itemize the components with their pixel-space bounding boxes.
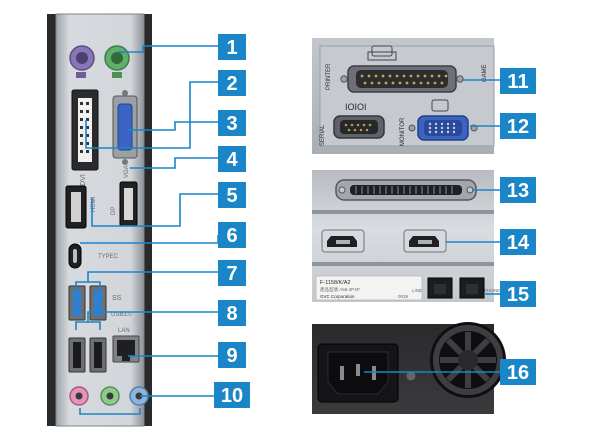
callout-number: 16 <box>507 362 529 384</box>
callout-6: 6 <box>218 222 246 248</box>
line-label: LINE <box>412 288 422 293</box>
product-sticker: F-1158/K/A2 產品型號 A56-3P4P GVC Corporatio… <box>315 275 423 301</box>
callout-3: 3 <box>218 110 246 136</box>
monitor-label: MONITOR <box>400 117 406 146</box>
hdmi-port: HDMI <box>65 185 97 229</box>
callout-number: 6 <box>226 225 237 247</box>
callout-12: 12 <box>500 113 536 139</box>
callout-9: 9 <box>218 342 246 368</box>
callout-number: 8 <box>226 303 237 325</box>
callout-16: 16 <box>500 359 536 385</box>
callout-badge-bg <box>500 281 536 307</box>
callout-7: 7 <box>218 260 246 286</box>
monitor-icon <box>431 99 449 112</box>
ethernet-port: LAN <box>112 328 140 363</box>
vga-port: VGA <box>112 90 138 178</box>
callout-number: 10 <box>221 385 243 407</box>
hdmi-label: HDMI <box>91 196 97 212</box>
callout-badge-bg <box>218 34 246 60</box>
callout-4: 4 <box>218 146 246 172</box>
usb3-label: USB3.0 <box>111 312 132 318</box>
photo-expansion-ports: F-1158/K/A2 產品型號 A56-3P4P GVC Corporatio… <box>312 170 500 302</box>
ps2-port <box>69 45 130 78</box>
callout-number: 2 <box>226 73 237 95</box>
parallel-printer-port <box>340 65 464 93</box>
callout-badge-bg <box>500 177 536 203</box>
sticker-line1: F-1158/K/A2 <box>320 280 350 286</box>
photo-legacy-ports: PRINTER GAME SERIAL IOIOI MONITO <box>312 38 500 154</box>
callout-14: 14 <box>500 229 536 255</box>
serial-port: SERIAL IOIOI <box>320 102 385 146</box>
callout-11: 11 <box>500 68 536 94</box>
callout-badge-bg <box>218 70 246 96</box>
callout-number: 7 <box>226 263 237 285</box>
phone-label: PHONE <box>484 288 500 293</box>
callout-number: 13 <box>507 180 529 202</box>
dvi-port: DVI <box>71 89 99 186</box>
printer-icon <box>371 45 393 57</box>
usb2-ports <box>68 337 107 373</box>
firewire-ports <box>321 229 447 253</box>
callout-badge-bg <box>214 382 250 408</box>
callout-2: 2 <box>218 70 246 96</box>
callout-badge-bg <box>500 113 536 139</box>
rj11-phone-jacks: LINE PHONE <box>412 277 500 299</box>
callout-5: 5 <box>218 182 246 208</box>
printer-label: PRINTER <box>326 63 332 90</box>
callout-10: 10 <box>214 382 250 408</box>
callout-13: 13 <box>500 177 536 203</box>
serial-icon: IOIOI <box>345 102 367 112</box>
sticker-cn: 產品型號 A56-3P4P <box>320 286 360 293</box>
callout-number: 1 <box>226 37 237 59</box>
callout-number: 11 <box>507 71 528 93</box>
typec-label: TYPEC <box>98 254 119 260</box>
callout-lines-left <box>75 45 219 415</box>
dp-label: DP <box>111 207 117 215</box>
callout-number: 3 <box>226 113 237 135</box>
sticker-line2: GVC Corporation <box>320 294 355 299</box>
audio-jacks <box>69 386 149 406</box>
callout-badge-bg <box>500 229 536 255</box>
callout-badge-bg <box>218 110 246 136</box>
lan-label: LAN <box>118 328 130 334</box>
serial-label: SERIAL <box>320 124 326 146</box>
callout-number: 15 <box>507 284 529 306</box>
callout-badge-bg <box>218 222 246 248</box>
callout-number: 9 <box>226 345 237 367</box>
usb-c-port: TYPEC <box>68 243 119 269</box>
callout-badge-bg <box>218 146 246 172</box>
photo-power-inlet <box>312 322 506 414</box>
callout-number: 4 <box>226 149 238 171</box>
callout-1: 1 <box>218 34 246 60</box>
callout-number: 12 <box>507 116 529 138</box>
sticker-line3: 0039 <box>398 294 409 299</box>
callout-8: 8 <box>218 300 246 326</box>
callout-badge-bg <box>218 300 246 326</box>
callout-badge-bg <box>218 260 246 286</box>
scsi-port <box>335 179 477 201</box>
power-inlet <box>317 343 417 403</box>
vga-monitor-port: MONITOR <box>400 99 478 146</box>
callout-15: 15 <box>500 281 536 307</box>
fan-grille <box>430 322 506 398</box>
callout-number: 14 <box>507 232 530 254</box>
vga-label: VGA <box>124 165 130 178</box>
game-label: GAME <box>482 64 488 82</box>
dvi-label: DVI <box>80 174 87 186</box>
callout-badge-bg <box>218 182 246 208</box>
callout-badge-bg <box>500 68 536 94</box>
callout-number: 5 <box>226 185 237 207</box>
callout-badge-bg <box>500 359 536 385</box>
usb3-logo: SS <box>112 295 122 302</box>
callout-badge-bg <box>218 342 246 368</box>
